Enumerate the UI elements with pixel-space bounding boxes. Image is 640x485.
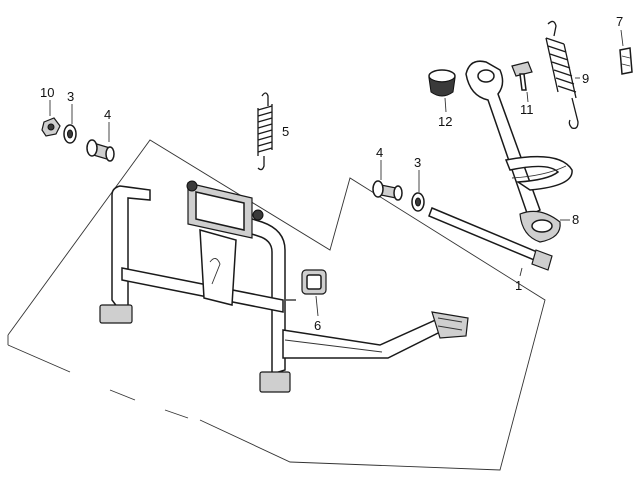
callout-10: 10 bbox=[40, 85, 54, 100]
callout-5: 5 bbox=[282, 124, 289, 139]
part-4-spacer-left bbox=[86, 122, 115, 162]
callout-3-right: 3 bbox=[414, 155, 421, 170]
callout-labels: 1 3 3 4 4 5 6 7 8 9 10 11 12 bbox=[40, 14, 623, 333]
callout-3-left: 3 bbox=[67, 89, 74, 104]
callout-8: 8 bbox=[572, 212, 579, 227]
assembly-outline bbox=[7, 139, 546, 471]
part-4-spacer-right bbox=[372, 160, 403, 201]
part-5-spring bbox=[257, 92, 273, 171]
part-3-washer-left bbox=[63, 104, 77, 144]
part-3-washer-right bbox=[411, 170, 425, 212]
part-8-side-stand bbox=[465, 60, 573, 243]
callout-4-right: 4 bbox=[376, 145, 383, 160]
callout-6: 6 bbox=[314, 318, 321, 333]
part-6-stopper bbox=[301, 269, 327, 317]
part-9-spring bbox=[545, 20, 580, 130]
part-12-bumper bbox=[428, 69, 456, 113]
part-7-clip bbox=[619, 29, 633, 75]
callout-7: 7 bbox=[616, 14, 623, 29]
center-stand bbox=[99, 180, 469, 393]
callout-12: 12 bbox=[438, 114, 452, 129]
callout-11: 11 bbox=[520, 102, 534, 117]
callout-1: 1 bbox=[515, 278, 522, 293]
callout-4-left: 4 bbox=[104, 107, 111, 122]
part-10-nut bbox=[41, 100, 61, 137]
callout-9: 9 bbox=[582, 71, 589, 86]
part-11-bolt bbox=[511, 61, 533, 103]
part-1-pivot-bolt bbox=[428, 207, 553, 277]
